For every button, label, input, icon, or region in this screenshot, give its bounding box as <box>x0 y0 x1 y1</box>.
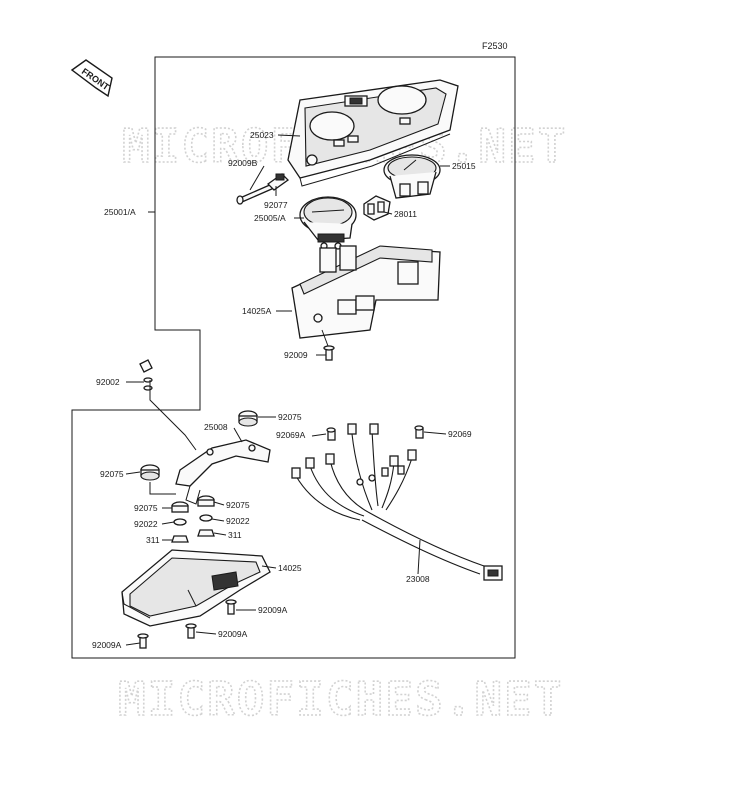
bulb-92069 <box>414 425 424 439</box>
label-92002: 92002 <box>96 377 120 387</box>
label-92069: 92069 <box>448 429 472 439</box>
label-92022-left: 92022 <box>134 519 158 529</box>
nut-311-left <box>171 535 189 543</box>
label-92022-right: 92022 <box>226 516 250 526</box>
label-92009a-left: 92009A <box>92 640 122 650</box>
grommet-92075-top <box>238 410 258 427</box>
screw-92009a-mid <box>185 623 197 639</box>
label-92077: 92077 <box>264 200 288 210</box>
label-92075-right: 92075 <box>226 500 250 510</box>
front-arrow-icon: FRONT <box>70 59 113 98</box>
meter-case-14025a <box>291 245 441 347</box>
label-28011: 28011 <box>394 209 417 219</box>
screw-92009 <box>323 345 335 361</box>
fitting-92077 <box>266 173 290 191</box>
wiring-harness-23008 <box>291 423 503 581</box>
bolt-92002 <box>139 359 153 391</box>
tachometer-gauge-25015 <box>383 154 441 199</box>
label-92069a: 92069A <box>276 430 306 440</box>
leader-lines <box>125 134 450 646</box>
label-92009b: 92009B <box>228 158 258 168</box>
assembly-frame <box>71 56 516 659</box>
bulb-92069a <box>326 427 336 441</box>
meter-housing-25023 <box>287 79 459 187</box>
meter-cover-14025 <box>121 549 271 627</box>
watermark-bottom: MICROFICHES.NET <box>118 672 563 726</box>
label-92009: 92009 <box>284 350 308 360</box>
label-25001a: 25001/A <box>104 207 136 217</box>
label-25005a: 25005/A <box>254 213 286 223</box>
grommet-92075-right <box>197 495 215 507</box>
grommet-92075-mid <box>171 501 189 513</box>
screw-92009a-right <box>225 599 237 615</box>
label-25015: 25015 <box>452 161 476 171</box>
label-14025a: 14025A <box>242 306 272 316</box>
bracket-25008 <box>149 380 271 505</box>
label-25023: 25023 <box>250 130 274 140</box>
screw-92009a-left <box>137 633 149 649</box>
label-14025: 14025 <box>278 563 302 573</box>
label-92075-left: 92075 <box>100 469 124 479</box>
label-92009a-right: 92009A <box>258 605 288 615</box>
label-23008: 23008 <box>406 574 430 584</box>
washer-92022-left <box>173 518 187 526</box>
figure-code: F2530 <box>482 41 508 51</box>
label-92075-mid: 92075 <box>134 503 158 513</box>
speedometer-gauge-25005a <box>299 196 357 250</box>
label-311-left: 311 <box>146 535 160 545</box>
washer-92022-right <box>199 514 213 522</box>
label-92009a-mid: 92009A <box>218 629 248 639</box>
label-92075-top: 92075 <box>278 412 302 422</box>
label-311-right: 311 <box>228 530 242 540</box>
grommet-92075-left <box>140 464 176 495</box>
label-25008: 25008 <box>204 422 228 432</box>
bracket-28011 <box>363 195 391 221</box>
nut-311-right <box>197 529 215 537</box>
